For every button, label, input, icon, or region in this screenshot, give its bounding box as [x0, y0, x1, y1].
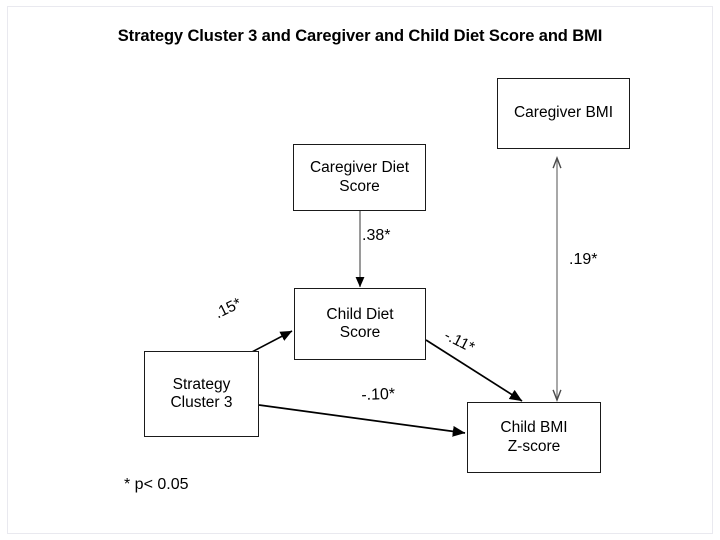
node-strategy-cluster-3[interactable]: Strategy Cluster 3 — [144, 351, 259, 437]
node-caregiver-bmi-label: Caregiver BMI — [513, 104, 614, 122]
edge-label-strategy-cluster-to-child-bmi: -.10* — [361, 385, 396, 404]
node-child-diet-score[interactable]: Child Diet Score — [294, 288, 426, 360]
node-child-bmi-z-score-line1: Child BMI — [500, 419, 568, 437]
edge-strategy-cluster-to-child-diet — [249, 330, 293, 354]
node-caregiver-diet-score-line2: Score — [339, 177, 380, 195]
edge-strategy-cluster-to-child-bmi — [258, 404, 466, 437]
node-child-bmi-z-score-line2: Z-score — [507, 437, 561, 455]
edge-label-caregiver-bmi-to-child-bmi: .19* — [569, 251, 598, 268]
node-caregiver-bmi[interactable]: Caregiver BMI — [497, 78, 630, 149]
node-child-diet-score-line2: Score — [339, 324, 381, 341]
node-strategy-cluster-3-label: Strategy Cluster 3 — [170, 376, 232, 413]
node-child-diet-score-label: Child Diet Score — [326, 306, 393, 343]
significance-footnote: * p< 0.05 — [124, 476, 189, 493]
node-child-diet-score-line1: Child Diet — [326, 305, 394, 323]
edge-child-diet-to-child-bmi — [425, 339, 523, 402]
node-child-bmi-z-score-label: Child BMI Z-score — [500, 419, 567, 456]
page-title: Strategy Cluster 3 and Caregiver and Chi… — [117, 27, 603, 45]
edge-label-caregiver-diet-to-child-diet: .38* — [362, 227, 391, 244]
node-caregiver-diet-score-line1: Caregiver Diet — [309, 159, 410, 177]
node-strategy-cluster-3-line2: Cluster 3 — [170, 394, 233, 411]
node-strategy-cluster-3-line1: Strategy — [172, 375, 231, 393]
node-caregiver-diet-score-label: Caregiver Diet Score — [310, 159, 409, 196]
node-caregiver-diet-score[interactable]: Caregiver Diet Score — [293, 144, 426, 211]
node-child-bmi-z-score[interactable]: Child BMI Z-score — [467, 402, 601, 473]
